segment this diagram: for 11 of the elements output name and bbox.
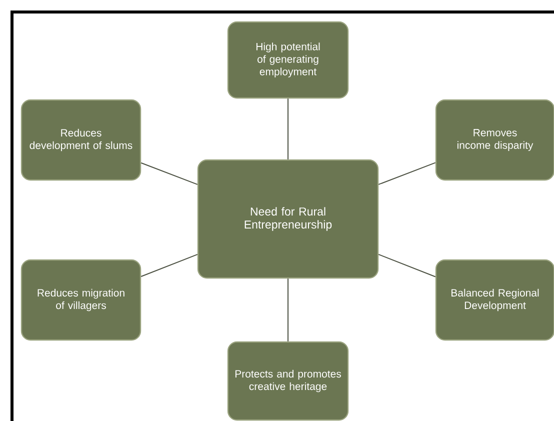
idea-box: Reduces development of slums	[20, 99, 142, 181]
connector-line	[378, 254, 436, 278]
idea-box: Balanced Regional Development	[435, 259, 554, 341]
idea-box: Removes income disparity	[435, 99, 554, 181]
central-box: Need for Rural Entrepreneurship	[197, 159, 379, 279]
idea-box: High potential of generating employment	[227, 21, 349, 99]
idea-box: Protects and promotes creative heritage	[227, 341, 349, 421]
connector-line	[140, 254, 198, 278]
idea-box: Reduces migration of villagers	[20, 259, 142, 341]
connector-line	[378, 162, 436, 185]
connector-line	[140, 162, 198, 185]
